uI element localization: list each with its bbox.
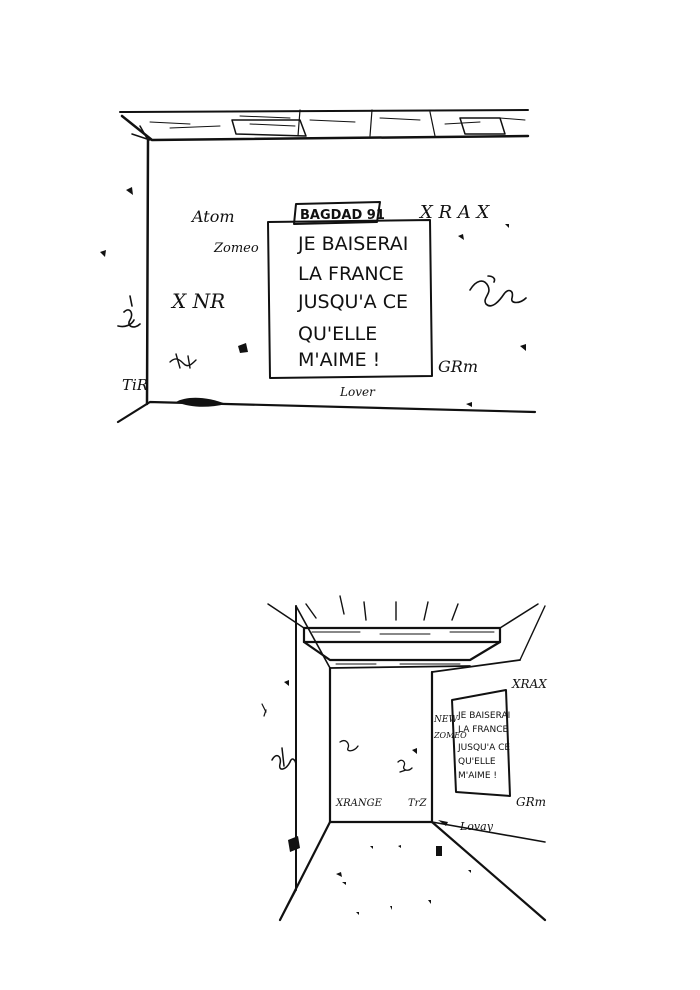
panel-1-scribble-bottom-left [169,353,197,369]
panel-2-tag-zomeo: ZOMEO [433,731,467,740]
panel-2-poster-line-2: LA FRANCE [458,725,508,735]
panel-2-poster-line-4: QU'ELLE [458,757,496,767]
panel-2-tag-xrange: XRANGE [335,798,383,809]
panel-1-poster-line-5: M'AIME ! [298,349,380,371]
panel-2-tag-gr: GRm [516,795,546,809]
panel-1-tag-tir: TiR [122,376,148,394]
panel-1-graffiti: Atom Zomeo X R A X X NR GRm Lover TiR [117,202,527,399]
panel-1-sign-label: BAGDAD 91 [300,208,385,223]
panel-2-tag-new: NEW [433,715,458,725]
panel-2-poster: JE BAISERAI LA FRANCE JUSQU'A CE QU'ELLE… [451,689,511,797]
panel-1-tag-xrax: X R A X [418,202,491,223]
panel-2-light-rays [305,595,459,621]
panel-2-corridor-lines [267,603,547,922]
panel-1: BAGDAD 91 JE BAISERAI LA FRANCE JUSQU'A … [100,109,537,424]
panel-2-tag-trz: TrZ [408,798,427,809]
panel-1-scribble-left [117,295,141,328]
panel-1-tag-lover: Lover [339,385,376,399]
panel-2-ceiling-hatching [311,631,495,665]
panel-2-scribble-upper-left [261,703,267,717]
panel-1-room-lines [116,109,537,424]
panel-1-tag-atom: Atom [190,207,235,226]
panel-1-tag-gr: GRm [438,357,478,376]
panel-1-poster-line-4: QU'ELLE [298,323,377,345]
panel-1-scribble-right [469,275,527,307]
panel-2-poster-line-5: M'AIME ! [458,771,497,781]
panel-2-graffiti: XRAX NEW ZOMEO XRANGE TrZ Lovay GRm [261,677,547,833]
panel-1-poster: BAGDAD 91 JE BAISERAI LA FRANCE JUSQU'A … [267,201,433,379]
panel-2-scribble-left-wall [271,747,297,770]
panel-2-tag-xrax: XRAX [511,677,547,691]
panel-1-wall-marks [100,187,526,407]
panel-2-tag-lovay: Lovay [459,820,494,833]
panel-1-poster-line-2: LA FRANCE [298,263,404,285]
panel-1-poster-line-1: JE BAISERAI [297,233,408,255]
panel-2-scribble-back-wall [339,740,413,773]
panel-2-poster-line-1: JE BAISERAI [457,711,510,721]
panel-1-poster-line-3: JUSQU'A CE [297,291,408,313]
panel-1-tag-xnr: X NR [170,289,225,313]
panel-1-tag-zomeo: Zomeo [213,241,259,256]
panel-2-poster-line-3: JUSQU'A CE [457,743,510,753]
panel-2-debris [284,680,471,915]
panel-2: JE BAISERAI LA FRANCE JUSQU'A CE QU'ELLE… [261,595,547,922]
panel-1-ceiling-hatching [149,115,526,129]
